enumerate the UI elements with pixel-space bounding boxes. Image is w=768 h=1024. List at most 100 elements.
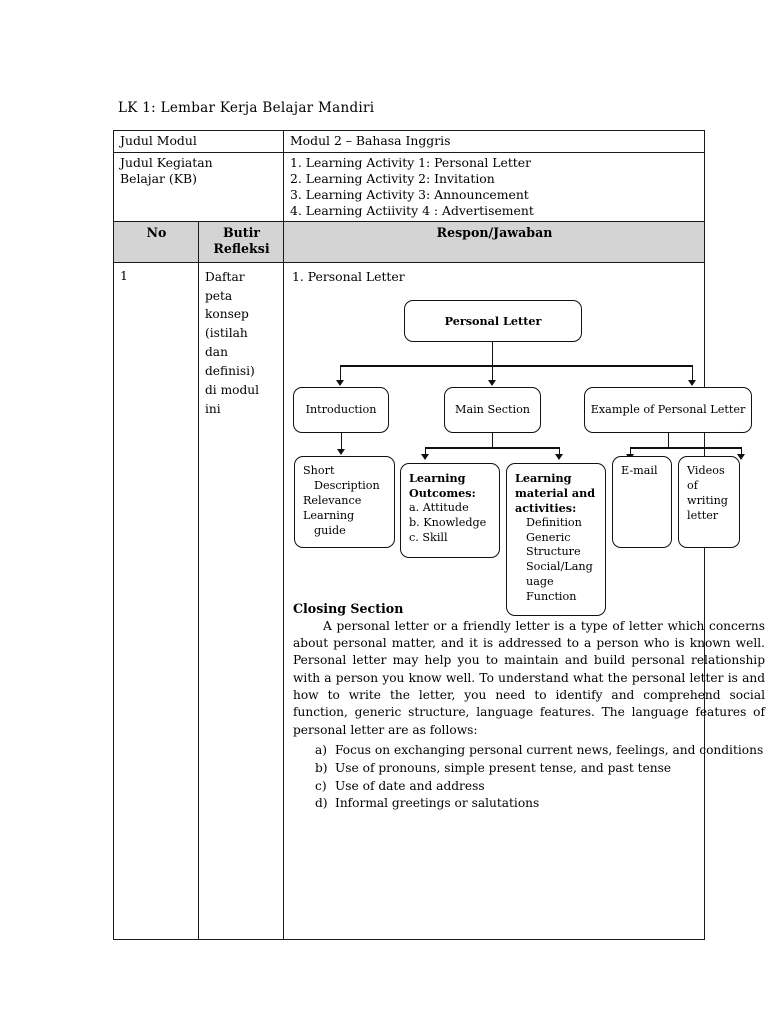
- list-item-text: Use of date and address: [335, 778, 485, 793]
- list-item-marker: d): [315, 796, 328, 811]
- learning-activity-4: 4. Learning Actiivity 4 : Advertisement: [290, 202, 534, 218]
- table-row-reflection-1: 1 Daftar peta konsep (istilah dan defini…: [113, 261, 765, 940]
- list-item: d) Informal greetings or salutations: [293, 795, 765, 812]
- list-item-marker: b): [315, 760, 328, 775]
- videos-line-1: Videos: [687, 464, 725, 478]
- arrow-example: [688, 380, 696, 387]
- learning-material-item-3: Structure: [526, 545, 581, 559]
- list-item-marker: a): [315, 743, 328, 757]
- arrow-introduction-detail: [337, 449, 345, 456]
- connector-mainsection-bus: [425, 447, 560, 449]
- header-butir-line-1: Butir: [222, 225, 261, 241]
- learning-material-item-2: Generic: [526, 530, 571, 544]
- closing-section-heading: Closing Section: [293, 600, 404, 616]
- intro-detail-line-4: Learning: [303, 508, 355, 522]
- closing-section-paragraph: A personal letter or a friendly letter i…: [293, 618, 765, 737]
- connector-root-stem: [492, 342, 494, 367]
- arrow-videos: [737, 454, 745, 461]
- intro-detail-line-3: Relevance: [303, 494, 362, 508]
- learning-outcomes-item-1: a. Attitude: [409, 501, 469, 515]
- butir-line-5: dan: [205, 345, 228, 360]
- flow-node-learning-material: Learning material and activities: Defini…: [506, 463, 606, 617]
- row-number: 1: [113, 261, 199, 940]
- connector-level2-bus: [340, 365, 692, 367]
- closing-section: Closing Section A personal letter or a f…: [293, 601, 765, 814]
- connector-drop-example: [692, 365, 694, 383]
- intro-detail-line-2: Description: [314, 479, 380, 493]
- butir-line-7: di modul: [205, 383, 260, 398]
- list-item-text: Use of pronouns, simple present tense, a…: [335, 760, 672, 775]
- header-respon-jawaban: Respon/Jawaban: [283, 221, 705, 263]
- flow-node-introduction: Introduction: [293, 387, 389, 434]
- connector-introduction-to-detail: [341, 433, 343, 452]
- arrow-learning-outcomes: [421, 454, 429, 461]
- learning-material-item-1: Definition: [526, 515, 582, 529]
- page-title: LK 1: Lembar Kerja Belajar Mandiri: [118, 100, 375, 116]
- connector-drop-videos: [741, 447, 743, 457]
- butir-line-4: (istilah: [205, 326, 248, 341]
- header-butir-refleksi: Butir Refleksi: [198, 221, 284, 263]
- arrow-mainsection: [488, 380, 496, 387]
- row-respon-jawaban: 1. Personal Letter Personal Letter: [283, 261, 765, 940]
- videos-line-2: of: [687, 479, 698, 493]
- connector-drop-email: [630, 447, 632, 457]
- flow-node-root-label: Personal Letter: [444, 314, 542, 329]
- language-features-list: a) Focus on exchanging personal current …: [293, 742, 765, 813]
- flow-node-main-section-label: Main Section: [454, 403, 531, 417]
- learning-activity-3: 3. Learning Activity 3: Announcement: [290, 186, 529, 202]
- table-row-judul-modul: Judul Modul Modul 2 – Bahasa Inggris: [113, 130, 705, 153]
- judul-kegiatan-label-line-2: Belajar (KB): [120, 170, 197, 186]
- flow-node-learning-outcomes: Learning Outcomes: a. Attitude b. Knowle…: [400, 463, 500, 559]
- list-item: a) Focus on exchanging personal current …: [293, 742, 765, 759]
- table-row-judul-kegiatan: Judul Kegiatan Belajar (KB) 1. Learning …: [113, 151, 705, 223]
- flow-node-example-label: Example of Personal Letter: [590, 403, 746, 417]
- butir-line-6: definisi): [205, 364, 255, 379]
- flow-node-introduction-label: Introduction: [305, 403, 377, 417]
- connector-drop-mainsection: [492, 365, 494, 383]
- flow-node-example-of-personal-letter: Example of Personal Letter: [584, 387, 752, 434]
- butir-line-1: Daftar: [205, 269, 245, 284]
- connector-drop-learning-material: [559, 447, 561, 457]
- connector-mainsection-stem: [492, 433, 494, 449]
- table-header-row: No Butir Refleksi Respon/Jawaban: [113, 221, 705, 263]
- intro-detail-line-5: guide: [314, 523, 346, 537]
- learning-material-item-5: uage: [526, 574, 554, 588]
- connector-drop-learning-outcomes: [425, 447, 427, 457]
- judul-kegiatan-value: 1. Learning Activity 1: Personal Letter …: [283, 151, 705, 223]
- flow-node-email: E-mail: [612, 456, 672, 549]
- judul-modul-value-line: Modul 2 – Bahasa Inggris: [290, 133, 451, 148]
- learning-outcomes-title-line-2: Outcomes:: [409, 486, 476, 501]
- learning-activity-1: 1. Learning Activity 1: Personal Letter: [290, 154, 532, 170]
- butir-line-3: konsep: [205, 307, 249, 322]
- intro-detail-line-1: Short: [303, 464, 335, 478]
- arrow-introduction: [336, 380, 344, 387]
- learning-material-title-line-1: Learning: [515, 471, 572, 486]
- learning-outcomes-title-line-1: Learning: [409, 471, 466, 486]
- flow-node-introduction-detail: Short Description Relevance Learning gui…: [294, 456, 395, 549]
- learning-outcomes-item-3: c. Skill: [409, 530, 448, 544]
- learning-material-item-4: Social/Lang: [526, 560, 593, 574]
- learning-material-title-line-3: activities:: [515, 501, 577, 516]
- judul-kegiatan-label: Judul Kegiatan Belajar (KB): [113, 151, 284, 223]
- worksheet-table: Judul Modul Modul 2 – Bahasa Inggris Jud…: [113, 130, 765, 940]
- learning-outcomes-item-2: b. Knowledge: [409, 515, 487, 529]
- header-no: No: [113, 221, 199, 263]
- personal-letter-flowchart: Personal Letter: [292, 286, 762, 617]
- email-line-1: E-mail: [621, 464, 658, 478]
- learning-material-title-line-2: material and: [515, 486, 596, 501]
- list-item: c) Use of date and address: [293, 778, 765, 795]
- judul-kegiatan-label-line-1: Judul Kegiatan: [120, 154, 213, 170]
- judul-modul-value: Modul 2 – Bahasa Inggris: [283, 130, 705, 153]
- flow-node-videos: Videos of writing letter: [678, 456, 740, 549]
- connector-drop-introduction: [340, 365, 342, 383]
- videos-line-3: writing: [687, 494, 728, 508]
- butir-line-8: ini: [205, 401, 221, 416]
- list-item: b) Use of pronouns, simple present tense…: [293, 760, 765, 777]
- judul-modul-label: Judul Modul: [113, 130, 284, 153]
- respon-heading: 1. Personal Letter: [292, 268, 405, 284]
- butir-line-2: peta: [205, 288, 233, 303]
- list-item-text: Informal greetings or salutations: [335, 796, 540, 811]
- connector-example-stem: [668, 433, 670, 449]
- list-item-text: Focus on exchanging personal current new…: [335, 743, 764, 757]
